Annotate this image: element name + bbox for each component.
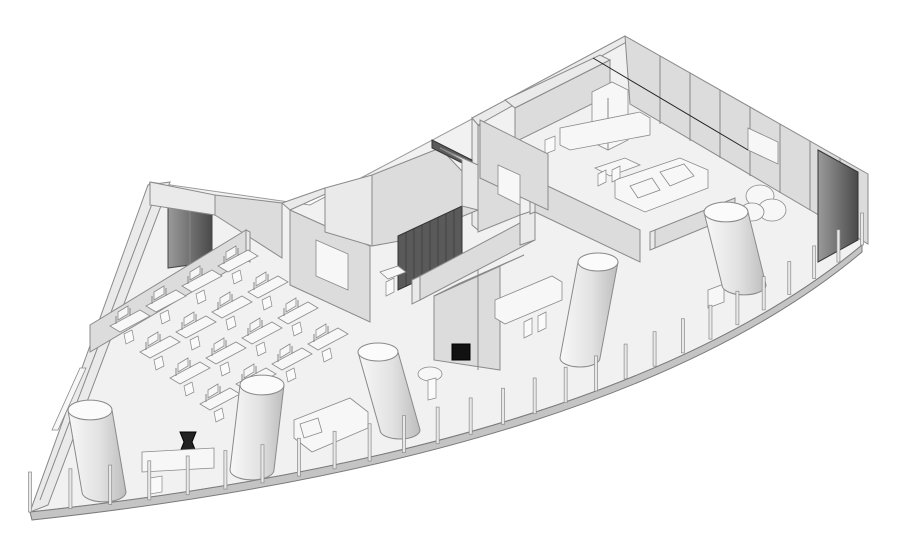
workstation-desk xyxy=(199,383,241,423)
workstation-desk xyxy=(211,291,253,331)
mullion xyxy=(332,430,337,470)
chair-icon xyxy=(321,347,333,363)
workstation-desk xyxy=(181,265,223,305)
corridor-seating xyxy=(293,397,369,453)
mullion xyxy=(594,355,598,392)
chair-icon xyxy=(225,315,237,331)
chair-icon xyxy=(159,309,171,325)
mullion xyxy=(623,343,628,380)
column xyxy=(559,252,619,368)
mullion xyxy=(28,471,32,513)
workstation-desk xyxy=(241,317,283,357)
reception-desk xyxy=(141,447,215,473)
mullion xyxy=(435,406,440,445)
mullion xyxy=(108,464,113,505)
mullion xyxy=(812,245,817,279)
workstation-desk xyxy=(175,311,217,351)
side-table xyxy=(707,283,725,309)
chair-icon xyxy=(213,407,225,423)
chair-icon xyxy=(231,269,243,285)
shelving xyxy=(51,367,87,431)
workstation-desk xyxy=(109,305,151,345)
mullion xyxy=(501,387,505,425)
mullion xyxy=(708,304,713,340)
perimeter-walls xyxy=(29,35,869,513)
chair-icon xyxy=(183,381,195,397)
chair-icon xyxy=(219,361,231,377)
mullion xyxy=(260,444,265,484)
bar-stool-icon xyxy=(523,311,547,339)
mullion xyxy=(652,331,657,367)
round-table xyxy=(417,366,443,382)
workstation-desk xyxy=(169,357,211,397)
mullion xyxy=(563,366,568,403)
workstation-desk xyxy=(139,331,181,371)
credenza xyxy=(559,111,651,151)
mullion xyxy=(787,261,792,295)
meeting-screen xyxy=(315,239,349,291)
structural-columns xyxy=(67,201,767,503)
mullion xyxy=(860,212,864,246)
mullion xyxy=(532,377,537,415)
end-window xyxy=(817,149,859,263)
chair-icon xyxy=(123,329,135,345)
mullion xyxy=(761,276,766,311)
oven-icon xyxy=(451,343,471,361)
mullion xyxy=(68,468,73,509)
column xyxy=(703,201,767,296)
mullion xyxy=(367,423,372,462)
mullion xyxy=(836,229,841,263)
open-workstations xyxy=(51,229,349,495)
column xyxy=(229,374,285,481)
workstation-desk xyxy=(271,343,313,383)
facade-mullions xyxy=(28,212,864,513)
workstation-desk xyxy=(307,323,349,363)
mullion xyxy=(185,455,190,496)
workstation-desk xyxy=(145,285,187,325)
mullion xyxy=(681,318,685,354)
chair-icon xyxy=(285,367,297,383)
mullion xyxy=(468,397,473,435)
chair-icon xyxy=(195,289,207,305)
chair-icon xyxy=(261,295,273,311)
chair-icon xyxy=(255,341,267,357)
chair-icon xyxy=(189,335,201,351)
lounge-zone xyxy=(504,54,787,309)
chair-icon xyxy=(153,355,165,371)
workstation-desk xyxy=(205,337,247,377)
workstation-desk xyxy=(247,271,289,311)
workstation-desk xyxy=(217,245,259,285)
mullion xyxy=(402,415,406,453)
kitchen-island xyxy=(494,275,563,325)
mullion xyxy=(147,460,152,501)
wall-artwork xyxy=(747,127,779,165)
chair-icon xyxy=(291,321,303,337)
central-core xyxy=(281,119,641,401)
workstation-desk xyxy=(277,297,319,337)
mullion xyxy=(297,437,301,477)
mullion xyxy=(223,450,228,490)
chair-icon xyxy=(544,135,621,187)
mullion xyxy=(735,290,740,326)
